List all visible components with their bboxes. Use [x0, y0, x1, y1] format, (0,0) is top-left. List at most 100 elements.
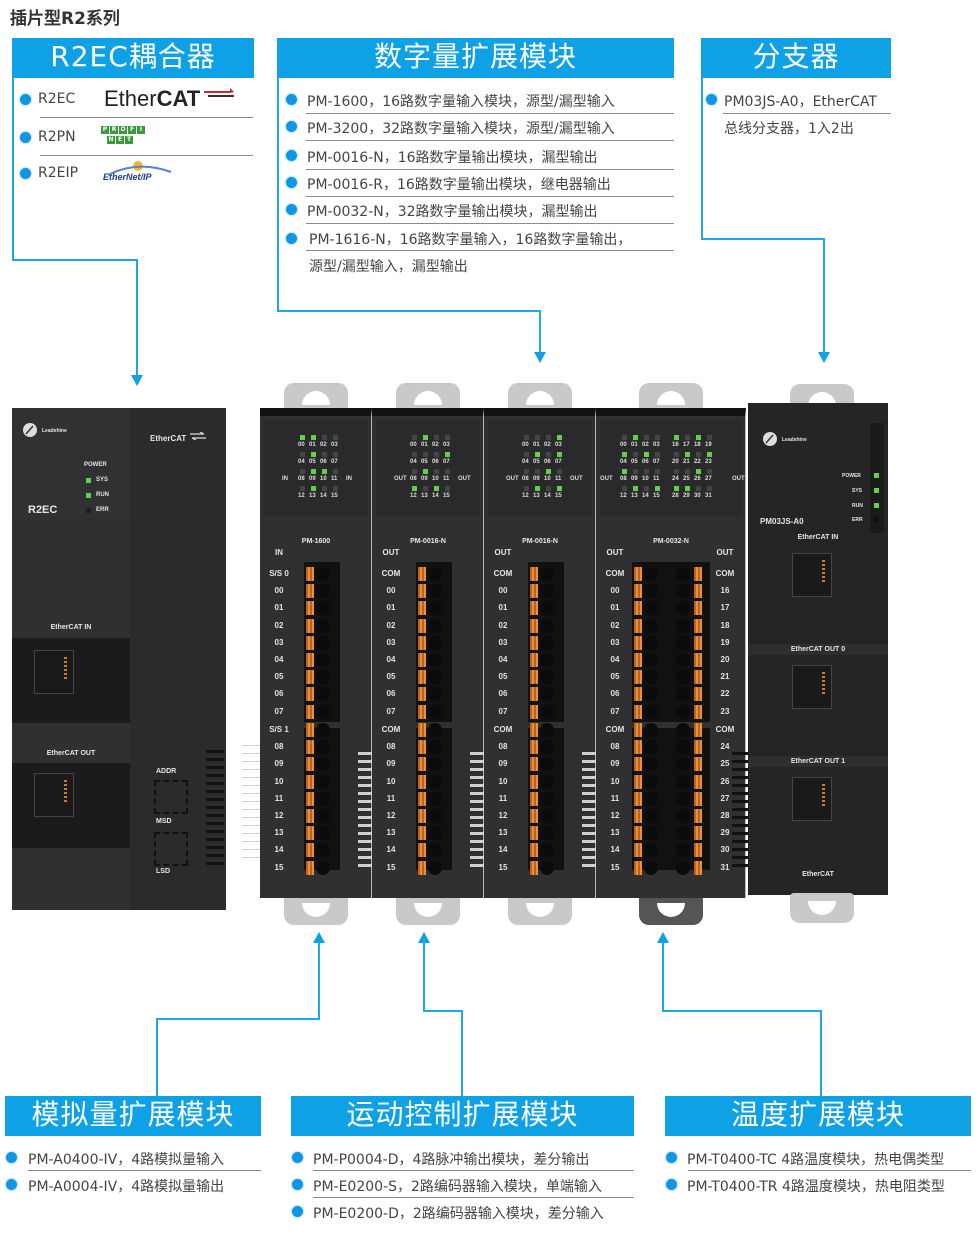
terminal-pin[interactable] [306, 687, 314, 702]
terminal-pin[interactable] [694, 843, 702, 858]
terminal-pin[interactable] [418, 670, 426, 685]
terminal-pin[interactable] [418, 774, 426, 789]
terminal-pin[interactable] [530, 757, 538, 772]
terminal-pin[interactable] [694, 791, 702, 806]
terminal-pin[interactable] [306, 740, 314, 755]
terminal-pin[interactable] [694, 809, 702, 823]
terminal-pin[interactable] [634, 618, 642, 633]
terminal-pin[interactable] [306, 584, 314, 599]
ethercat-out1-port[interactable] [792, 777, 832, 821]
terminal-pin[interactable] [634, 653, 642, 667]
terminal-pin[interactable] [418, 826, 426, 841]
terminal-pin[interactable] [418, 843, 426, 858]
terminal-pin[interactable] [530, 670, 538, 685]
terminal-pin[interactable] [634, 584, 642, 599]
terminal-pin[interactable] [418, 635, 426, 650]
terminal-pin[interactable] [530, 653, 538, 667]
terminal-pin[interactable] [306, 670, 314, 685]
terminal-pin[interactable] [694, 740, 702, 755]
channel-led [322, 469, 327, 474]
terminal-pin[interactable] [530, 860, 538, 875]
terminal-pin[interactable] [306, 601, 314, 616]
terminal-pin[interactable] [694, 567, 702, 581]
terminal-pin[interactable] [418, 860, 426, 875]
terminal-pin[interactable] [418, 567, 426, 581]
terminal-pin[interactable] [306, 635, 314, 650]
terminal-pin[interactable] [634, 723, 642, 737]
terminal-pin[interactable] [530, 601, 538, 616]
terminal-pin[interactable] [634, 809, 642, 823]
terminal-pin[interactable] [634, 670, 642, 685]
ethercat-out0-port[interactable] [792, 665, 832, 709]
terminal-pin[interactable] [306, 757, 314, 772]
terminal-pin[interactable] [306, 826, 314, 841]
terminal-pin[interactable] [306, 653, 314, 667]
terminal-pin[interactable] [418, 757, 426, 772]
terminal-pin[interactable] [418, 791, 426, 806]
terminal-pin[interactable] [530, 826, 538, 841]
terminal-pin[interactable] [634, 601, 642, 616]
terminal-pin[interactable] [634, 860, 642, 875]
terminal-pin[interactable] [306, 809, 314, 823]
terminal-pin[interactable] [530, 791, 538, 806]
ethercat-out-port[interactable] [34, 773, 74, 817]
terminal-pin[interactable] [530, 774, 538, 789]
terminal-pin[interactable] [530, 618, 538, 633]
terminal-pin[interactable] [530, 809, 538, 823]
terminal-pin[interactable] [530, 567, 538, 581]
terminal-pin[interactable] [418, 809, 426, 823]
terminal-pin[interactable] [418, 653, 426, 667]
terminal-pin[interactable] [306, 791, 314, 806]
terminal-pin[interactable] [418, 618, 426, 633]
terminal-pin[interactable] [694, 757, 702, 772]
terminal-label: 17 [720, 603, 730, 613]
terminal-pin[interactable] [694, 584, 702, 599]
ethercat-in-port[interactable] [792, 553, 832, 597]
terminal-hole [676, 704, 690, 719]
terminal-pin[interactable] [530, 723, 538, 737]
terminal-pin[interactable] [634, 704, 642, 719]
terminal-pin[interactable] [530, 687, 538, 702]
terminal-pin[interactable] [694, 618, 702, 633]
msd-switch[interactable] [154, 832, 188, 866]
terminal-pin[interactable] [418, 687, 426, 702]
terminal-pin[interactable] [306, 567, 314, 581]
terminal-pin[interactable] [530, 740, 538, 755]
terminal-pin[interactable] [634, 687, 642, 702]
terminal-pin[interactable] [530, 635, 538, 650]
terminal-pin[interactable] [306, 618, 314, 633]
terminal-pin[interactable] [634, 740, 642, 755]
terminal-pin[interactable] [306, 704, 314, 719]
terminal-pin[interactable] [306, 723, 314, 737]
terminal-pin[interactable] [306, 860, 314, 875]
terminal-pin[interactable] [418, 740, 426, 755]
terminal-pin[interactable] [306, 843, 314, 858]
terminal-pin[interactable] [530, 584, 538, 599]
terminal-pin[interactable] [694, 653, 702, 667]
terminal-pin[interactable] [530, 843, 538, 858]
terminal-pin[interactable] [694, 704, 702, 719]
addr-switch[interactable] [154, 780, 188, 814]
terminal-pin[interactable] [418, 601, 426, 616]
terminal-pin[interactable] [418, 704, 426, 719]
terminal-pin[interactable] [634, 791, 642, 806]
terminal-pin[interactable] [694, 723, 702, 737]
terminal-pin[interactable] [694, 635, 702, 650]
terminal-pin[interactable] [530, 704, 538, 719]
terminal-pin[interactable] [694, 670, 702, 685]
ethercat-in-port[interactable] [34, 650, 74, 694]
terminal-pin[interactable] [694, 687, 702, 702]
terminal-pin[interactable] [694, 601, 702, 616]
terminal-pin[interactable] [634, 757, 642, 772]
terminal-pin[interactable] [634, 826, 642, 841]
terminal-pin[interactable] [418, 723, 426, 737]
terminal-pin[interactable] [694, 860, 702, 875]
terminal-pin[interactable] [694, 774, 702, 789]
terminal-pin[interactable] [634, 843, 642, 858]
terminal-pin[interactable] [634, 635, 642, 650]
terminal-pin[interactable] [634, 567, 642, 581]
terminal-pin[interactable] [694, 826, 702, 841]
terminal-pin[interactable] [634, 774, 642, 789]
terminal-pin[interactable] [306, 774, 314, 789]
terminal-pin[interactable] [418, 584, 426, 599]
